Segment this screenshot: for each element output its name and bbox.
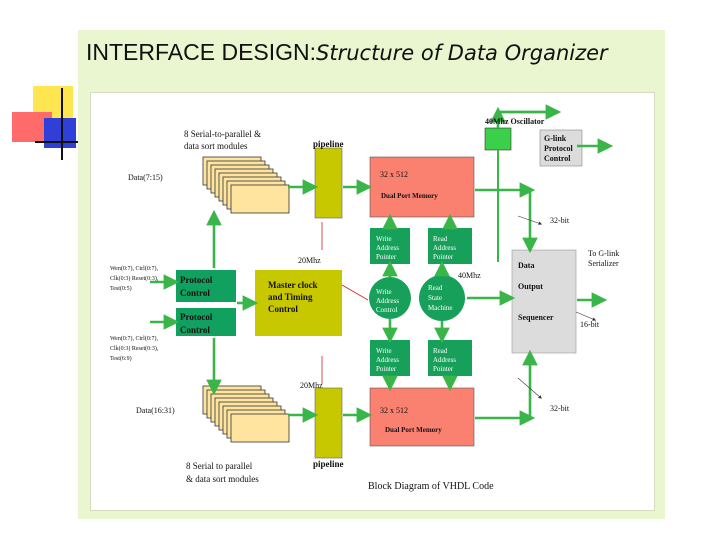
rap-bottom-3: Pointer — [433, 365, 454, 373]
memory-bottom — [369, 387, 475, 447]
read-state-machine — [419, 275, 465, 321]
oscillator-label: 40Mhz Oscillator — [485, 117, 545, 126]
protocol-control-2 — [176, 308, 236, 336]
deco-horizontal-line — [35, 141, 79, 143]
dos-line-3: Sequencer — [518, 313, 554, 322]
write-pointer-bottom — [370, 340, 410, 376]
oscillator-block — [484, 127, 512, 151]
mem-top-name: Dual Port Memory — [381, 192, 438, 200]
to-glink-1: To G-link — [588, 249, 619, 258]
diagram-text: 40Mhz Oscillator G-link Protocol Control… — [110, 117, 619, 492]
green-arrows — [150, 104, 614, 426]
rap-bottom-1: Read — [433, 347, 448, 355]
wap-top-1: Write — [376, 235, 392, 243]
pipeline-bottom-label: pipeline — [313, 459, 344, 469]
master-line-2: and Timing — [268, 292, 313, 302]
data-output-sequencer — [511, 249, 577, 354]
title-bar — [78, 30, 665, 74]
write-address-control — [369, 277, 411, 319]
mem-bottom-size: 32 x 512 — [380, 406, 408, 415]
label-leaders — [517, 215, 597, 399]
wac-3: Control — [376, 306, 397, 314]
sig-bottom-3: Test(6:9) — [110, 355, 132, 362]
rsm-2: State — [428, 294, 442, 302]
sig-top-1: Wen(0:7), Ctrl(0:7), — [110, 265, 159, 272]
glink-line-1: G-link — [544, 134, 567, 143]
sig-top-2: Clk(0:3) Reset(0:3), — [110, 275, 159, 282]
glink-line-3: Control — [544, 154, 571, 163]
mem-bottom-name: Dual Port Memory — [385, 426, 442, 434]
pipeline-top-label: pipeline — [313, 139, 344, 149]
protocol1-line-2: Control — [180, 288, 210, 298]
rap-bottom-2: Address — [433, 356, 456, 364]
deco-blue-square — [44, 118, 76, 148]
red-arrows — [321, 222, 369, 384]
wap-bottom-1: Write — [376, 347, 392, 355]
sp-bottom-line-1: 8 Serial to parallel — [186, 461, 253, 471]
dos-line-1: Data — [518, 261, 534, 270]
sig-bottom-1: Wen(0:7), Ctrl(0:7), — [110, 335, 159, 342]
sig-bottom-2: Clk(0:3) Reset(0:3), — [110, 345, 159, 352]
slide-title-sub: Structure of Data Organizer — [316, 41, 608, 65]
freq-20-top: 20Mhz — [298, 256, 321, 265]
master-clock-block — [255, 270, 342, 336]
sp-top-line-1: 8 Serial-to-parallel & — [184, 129, 261, 139]
wac-1: Write — [376, 288, 392, 296]
bit32-top: 32-bit — [550, 216, 570, 225]
wac-2: Address — [376, 297, 399, 305]
protocol2-line-2: Control — [180, 325, 210, 335]
sp-bottom-line-2: & data sort modules — [186, 474, 259, 484]
read-pointer-bottom — [428, 340, 472, 376]
slide-title-main: INTERFACE DESIGN: — [86, 39, 317, 65]
glink-line-2: Protocol — [544, 144, 574, 153]
dos-line-2: Output — [518, 282, 543, 291]
master-line-1: Master clock — [268, 280, 318, 290]
sig-top-3: Test(0:5) — [110, 285, 132, 292]
read-pointer-top — [428, 228, 472, 264]
bit16: 16-bit — [580, 320, 600, 329]
protocol-control-1 — [176, 270, 236, 302]
wap-bottom-3: Pointer — [376, 365, 397, 373]
rap-top-2: Address — [433, 244, 456, 252]
wap-top-2: Address — [376, 244, 399, 252]
data-bottom-label: Data(16:31) — [136, 406, 175, 415]
sp-modules-top — [202, 156, 290, 214]
rsm-3: Machine — [428, 304, 453, 312]
slide-title: INTERFACE DESIGN:Structure of Data Organ… — [86, 39, 608, 66]
write-pointer-top — [370, 228, 410, 264]
wap-bottom-2: Address — [376, 356, 399, 364]
rap-top-3: Pointer — [433, 253, 454, 261]
freq-20-bottom: 20Mhz — [300, 381, 323, 390]
pipeline-top — [314, 147, 343, 219]
rsm-1: Read — [428, 284, 443, 292]
protocol1-line-1: Protocol — [180, 275, 213, 285]
wap-top-3: Pointer — [376, 253, 397, 261]
diagram-caption: Block Diagram of VHDL Code — [368, 481, 494, 492]
data-top-label: Data(7:15) — [128, 173, 163, 182]
freq-40: 40Mhz — [458, 271, 481, 280]
sp-top-line-2: data sort modules — [184, 141, 248, 151]
glink-block — [539, 129, 583, 167]
rap-top-1: Read — [433, 235, 448, 243]
deco-vertical-line — [61, 88, 63, 160]
protocol2-line-1: Protocol — [180, 312, 213, 322]
mem-top-size: 32 x 512 — [380, 170, 408, 179]
master-line-3: Control — [268, 304, 298, 314]
memory-top — [369, 156, 475, 218]
bit32-bottom: 32-bit — [550, 404, 570, 413]
sp-modules-bottom — [202, 385, 290, 443]
pipeline-bottom — [314, 387, 343, 459]
to-glink-2: Serializer — [588, 259, 619, 268]
